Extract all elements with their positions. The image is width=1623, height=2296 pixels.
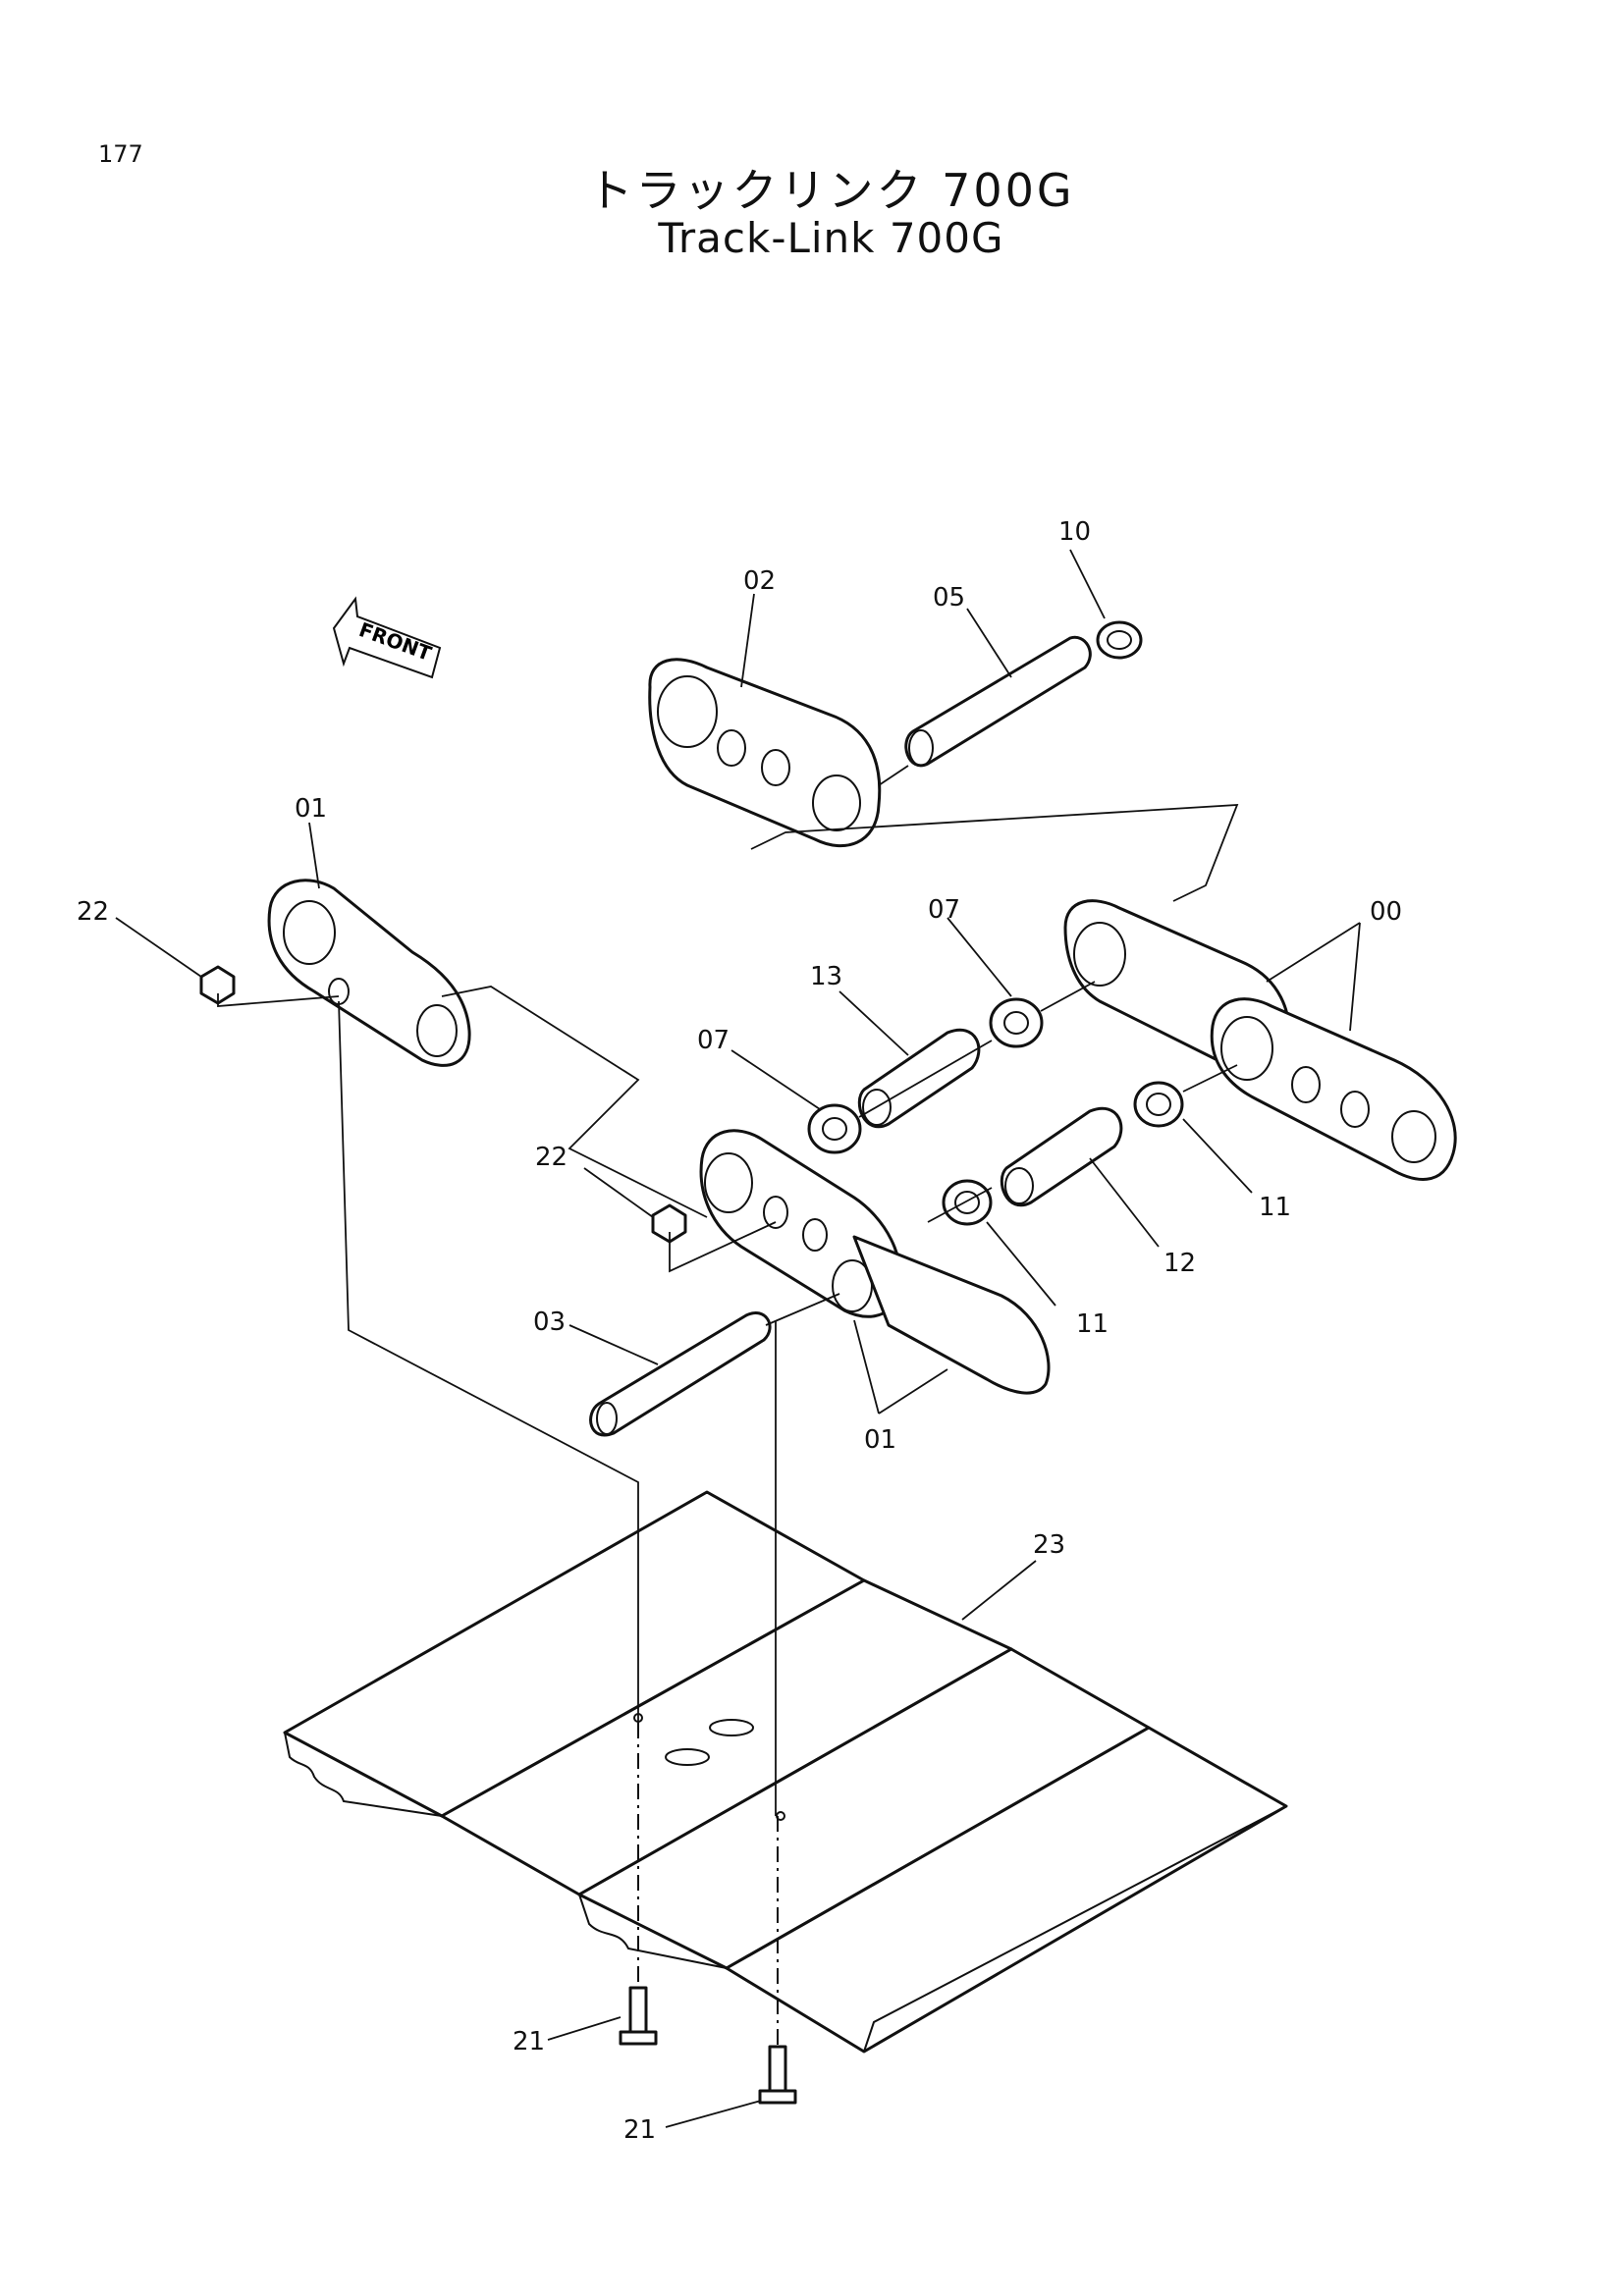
part-11-dust-seal-upper (1133, 1081, 1184, 1128)
callout-05: 05 (933, 583, 965, 613)
callout-11-right: 11 (1259, 1193, 1291, 1222)
part-02-outer-link (648, 658, 882, 848)
part-21-bolt-lower (758, 2045, 797, 2105)
callout-23: 23 (1033, 1530, 1065, 1560)
callout-07-upper: 07 (928, 895, 960, 925)
front-arrow-icon: FRONT (332, 596, 442, 679)
part-00-link-assembly (1063, 899, 1457, 1181)
callout-02: 02 (743, 566, 776, 596)
page-title-english: Track-Link 700G (658, 214, 1004, 262)
part-22-nut-lower (651, 1203, 687, 1244)
callout-07-lower: 07 (697, 1026, 730, 1055)
part-23-track-shoe (283, 1490, 1288, 2054)
callout-10: 10 (1058, 517, 1091, 547)
part-07-seal-upper (989, 997, 1044, 1048)
part-01-lower-link (699, 1129, 1051, 1395)
callout-03: 03 (533, 1308, 566, 1337)
callout-22-left: 22 (77, 897, 109, 927)
part-12-bushing (1000, 1106, 1123, 1207)
part-05-pin (878, 635, 1092, 786)
part-03-master-pin (589, 1311, 772, 1437)
part-01-left-link (267, 879, 471, 1067)
callout-12: 12 (1163, 1249, 1196, 1278)
part-07-seal-lower (807, 1103, 862, 1154)
callout-01-lower: 01 (864, 1425, 896, 1455)
page-number: 177 (98, 140, 143, 168)
part-11-dust-seal-lower (942, 1179, 993, 1226)
alignment-lines (217, 804, 1239, 1816)
callout-21-lower: 21 (623, 2115, 656, 2145)
part-22-nut-left (199, 965, 236, 1005)
leader-lines (115, 549, 1361, 2128)
part-10-snap-ring (1096, 620, 1143, 660)
front-arrow-label: FRONT (356, 617, 435, 666)
page-title-japanese: トラックリンク 700G (587, 164, 1075, 217)
part-13-bushing (857, 1028, 981, 1129)
callout-01-left: 01 (295, 794, 327, 824)
callout-11-lower: 11 (1076, 1309, 1109, 1339)
bolt-centre-lines (637, 1723, 779, 2047)
callout-13: 13 (810, 962, 842, 991)
callout-labels: 10 05 02 01 22 00 07 13 07 22 11 12 11 0… (77, 517, 1402, 2145)
callout-22-lower: 22 (535, 1143, 568, 1172)
part-21-bolt-upper (619, 1986, 658, 2046)
callout-21-upper: 21 (513, 2027, 545, 2056)
callout-00: 00 (1370, 897, 1402, 927)
